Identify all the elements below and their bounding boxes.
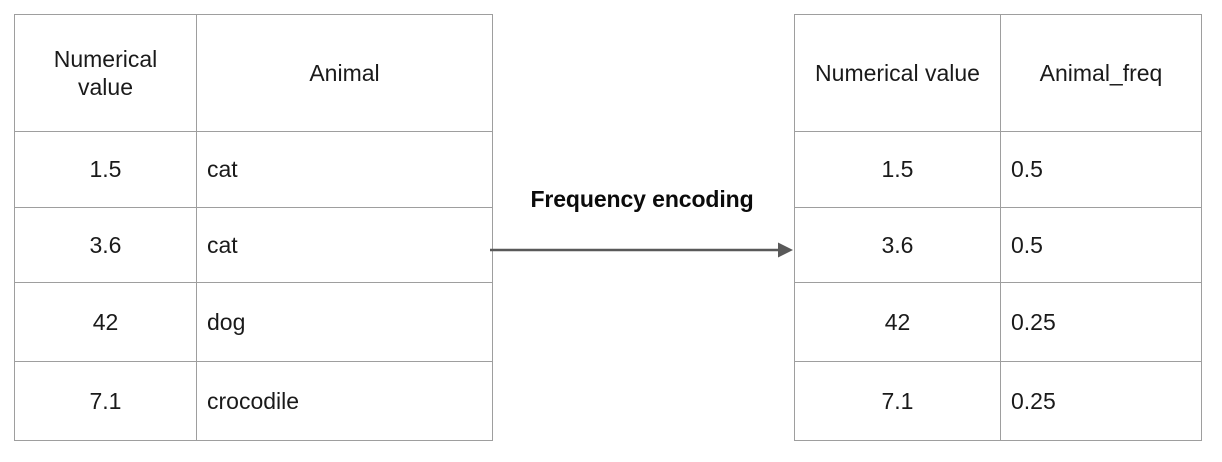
transform-label: Frequency encoding (530, 186, 754, 212)
right-arrow-icon (490, 242, 793, 258)
encoded-cell-freq: 0.5 (1000, 131, 1202, 208)
encoded-cell-value: 3.6 (794, 207, 1001, 283)
source-cell-animal: dog (196, 282, 493, 362)
table-row: 3.6 cat (14, 207, 493, 283)
source-cell-animal: cat (196, 131, 493, 208)
encoded-cell-freq: 0.25 (1000, 361, 1202, 441)
source-header-animal: Animal (196, 14, 493, 132)
encoded-header-animal-freq: Animal_freq (1000, 14, 1202, 132)
source-cell-animal: cat (196, 207, 493, 283)
source-cell-value: 7.1 (14, 361, 197, 441)
encoded-header-numerical-value: Numerical value (794, 14, 1001, 132)
table-row: 3.6 0.5 (794, 207, 1202, 283)
source-table: Numerical value Animal 1.5 cat 3.6 cat 4… (14, 14, 493, 441)
source-cell-animal: crocodile (196, 361, 493, 441)
encoded-cell-freq: 0.5 (1000, 207, 1202, 283)
transform-group: Frequency encoding (490, 186, 794, 262)
table-row: 1.5 cat (14, 131, 493, 208)
table-header-row: Numerical value Animal_freq (794, 14, 1202, 132)
source-cell-value: 3.6 (14, 207, 197, 283)
table-row: 7.1 crocodile (14, 361, 493, 441)
encoded-table: Numerical value Animal_freq 1.5 0.5 3.6 … (794, 14, 1202, 441)
encoded-cell-value: 42 (794, 282, 1001, 362)
source-cell-value: 42 (14, 282, 197, 362)
source-cell-value: 1.5 (14, 131, 197, 208)
encoded-cell-value: 1.5 (794, 131, 1001, 208)
encoded-cell-freq: 0.25 (1000, 282, 1202, 362)
source-header-numerical-value: Numerical value (14, 14, 197, 132)
table-row: 42 dog (14, 282, 493, 362)
encoded-cell-value: 7.1 (794, 361, 1001, 441)
table-header-row: Numerical value Animal (14, 14, 493, 132)
table-row: 42 0.25 (794, 282, 1202, 362)
table-row: 1.5 0.5 (794, 131, 1202, 208)
table-row: 7.1 0.25 (794, 361, 1202, 441)
